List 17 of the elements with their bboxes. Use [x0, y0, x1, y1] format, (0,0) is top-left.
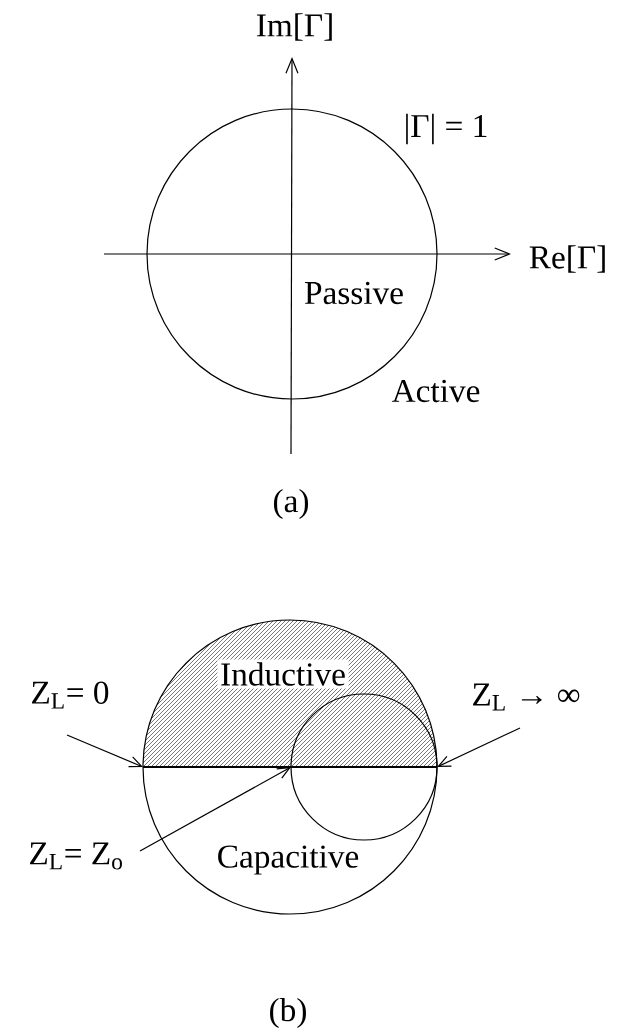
leader-arrow: [437, 727, 521, 767]
chart-circle: [142, 619, 438, 915]
panel-label: (b): [270, 997, 306, 1029]
leader-text: Z$_{L}$= 0: [32, 681, 109, 709]
region-label: Passive: [304, 281, 403, 305]
panel-label: (a): [273, 488, 309, 520]
region-label: Capacitive: [218, 845, 359, 875]
circle-label: |Γ| = 1: [406, 113, 487, 145]
leader-arrow: [139, 767, 291, 852]
leader-text: Z$_{L}$ → ∞: [473, 683, 580, 711]
leader-text: Z$_{L}$= Z$_{o}$: [30, 842, 122, 870]
leader-arrow: [66, 734, 143, 768]
region-label: Inductive: [217, 659, 349, 689]
chart-circle: [290, 693, 438, 841]
axis-label: Re[Γ]: [529, 245, 605, 273]
axis-label: Im[Γ]: [256, 13, 332, 41]
region-label: Active: [391, 379, 480, 403]
